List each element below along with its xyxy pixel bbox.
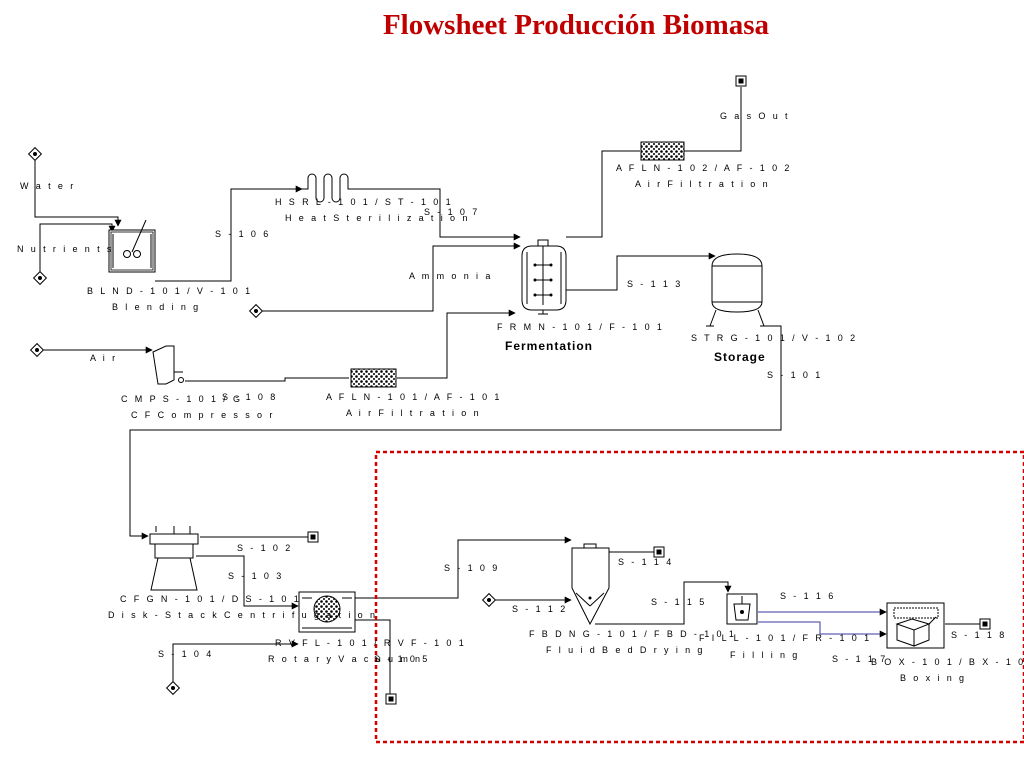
stream-label-s116: S - 1 1 6 xyxy=(780,591,836,601)
stream-label-s117: S - 1 1 7 xyxy=(832,654,888,664)
stream-label-s101: S - 1 0 1 xyxy=(767,370,823,380)
boxing-icon[interactable] xyxy=(886,602,945,649)
unit-name-centrifuge: D i s k - S t a c k C e n t r i f u g a … xyxy=(108,610,377,620)
stream-s107-line[interactable] xyxy=(350,188,521,241)
stream-label-s102: S - 1 0 2 xyxy=(237,543,293,553)
unit-name-air-filter-2: A i r F i l t r a t i o n xyxy=(635,179,770,189)
unit-id-compressor: C M P S - 1 0 1 / G xyxy=(121,394,242,404)
stream-label-s105: S - 1 0 5 xyxy=(374,654,430,664)
stream-label-ammonia: A m m o n i a xyxy=(409,271,493,281)
filling-icon[interactable] xyxy=(726,593,758,625)
unit-id-heat-sterilization: H S R L - 1 0 1 / S T - 1 0 1 xyxy=(275,197,453,207)
stream-s109-line[interactable] xyxy=(355,536,572,599)
stream-s101-line[interactable] xyxy=(129,325,782,540)
unit-id-fluid-bed: F B D N G - 1 0 1 / F B D - 1 0 1 xyxy=(529,629,736,639)
unit-name-compressor: C F C o m p r e s s o r xyxy=(131,410,275,420)
source-node-icon[interactable] xyxy=(27,146,43,162)
stream-s103-line[interactable] xyxy=(196,555,299,610)
stream-label-s109: S - 1 0 9 xyxy=(444,563,500,573)
stream-label-s103: S - 1 0 3 xyxy=(228,571,284,581)
unit-name-blending: B l e n d i n g xyxy=(112,302,201,312)
air-filter-icon[interactable] xyxy=(640,141,685,161)
stream-label-nutrients: N u t r i e n t s xyxy=(17,244,114,254)
stream-s105-line[interactable] xyxy=(355,619,391,694)
stream-s104-line[interactable] xyxy=(172,640,299,684)
stream-label-water: W a t e r xyxy=(20,181,76,191)
stream-s108-line[interactable] xyxy=(185,377,349,382)
product-node-icon[interactable] xyxy=(385,693,397,705)
stream-label-air: A i r xyxy=(90,353,118,363)
unit-name-air-filter-1: A i r F i l t r a t i o n xyxy=(346,408,481,418)
unit-name-filling: F i l l i n g xyxy=(730,650,800,660)
page-title: Flowsheet Producción Biomasa xyxy=(383,9,770,41)
product-node-icon[interactable] xyxy=(307,531,319,543)
product-node-icon[interactable] xyxy=(735,75,747,87)
heat-exchanger-icon[interactable] xyxy=(302,173,352,203)
unit-id-rotary-vacuum: R V F L - 1 0 1 / R V F - 1 0 1 xyxy=(275,638,466,648)
stream-label-s118: S - 1 1 8 xyxy=(951,630,1007,640)
product-node-icon[interactable] xyxy=(979,618,991,630)
unit-name-storage: Storage xyxy=(714,350,766,364)
stream-s106-line[interactable] xyxy=(155,185,303,282)
product-node-icon[interactable] xyxy=(653,546,665,558)
unit-name-rotary-vacuum: R o t a r y V a c u u m xyxy=(268,654,410,664)
source-node-icon[interactable] xyxy=(32,270,48,286)
rotary-vacuum-filter-icon[interactable] xyxy=(298,591,356,633)
storage-tank-icon[interactable] xyxy=(706,253,768,327)
stream-label-s108: S - 1 0 8 xyxy=(222,392,278,402)
source-node-icon[interactable] xyxy=(481,592,497,608)
stream-label-s113: S - 1 1 3 xyxy=(627,279,683,289)
unit-name-fermentation: Fermentation xyxy=(505,339,593,353)
stream-label-s115: S - 1 1 5 xyxy=(651,597,707,607)
centrifuge-icon[interactable] xyxy=(149,526,199,591)
unit-id-fermentation: F R M N - 1 0 1 / F - 1 0 1 xyxy=(497,322,664,332)
mixing-tank-icon[interactable] xyxy=(108,219,156,273)
stream-water-line[interactable] xyxy=(34,160,122,227)
stream-af2-in-line[interactable] xyxy=(566,150,640,238)
stream-ammonia-line[interactable] xyxy=(262,242,521,312)
stream-s115-line[interactable] xyxy=(595,581,732,625)
unit-id-air-filter-2: A F L N - 1 0 2 / A F - 1 0 2 xyxy=(616,163,792,173)
stream-af1-out-line[interactable] xyxy=(397,309,516,379)
stream-label-s104: S - 1 0 4 xyxy=(158,649,214,659)
unit-name-boxing: B o x i n g xyxy=(900,673,966,683)
unit-id-storage: S T R G - 1 0 1 / V - 1 0 2 xyxy=(691,333,858,343)
stream-gas-out-line[interactable] xyxy=(684,87,742,152)
source-node-icon[interactable] xyxy=(248,303,264,319)
compressor-icon[interactable] xyxy=(152,345,184,385)
source-node-icon[interactable] xyxy=(165,680,181,696)
unit-id-filling: F I L L - 1 0 1 / F R - 1 0 1 xyxy=(699,633,871,643)
air-filter-icon[interactable] xyxy=(350,368,397,388)
unit-id-centrifuge: C F G N - 1 0 1 / D S - 1 0 1 xyxy=(120,594,301,604)
fermenter-icon[interactable] xyxy=(521,239,567,315)
unit-name-rotary-vacuum-tail: n xyxy=(415,654,422,664)
stream-s117-line[interactable] xyxy=(758,621,887,638)
unit-name-heat-sterilization: H e a t S t e r i l i z a t i o n xyxy=(285,213,470,223)
fluid-bed-dryer-icon[interactable] xyxy=(571,543,610,626)
unit-name-fluid-bed: F l u i d B e d D r y i n g xyxy=(546,645,705,655)
source-node-icon[interactable] xyxy=(29,342,45,358)
selection-rectangle xyxy=(374,450,1024,744)
unit-id-blending: B L N D - 1 0 1 / V - 1 0 1 xyxy=(87,286,253,296)
stream-s113-line[interactable] xyxy=(566,252,716,291)
stream-nutrients-line[interactable] xyxy=(39,223,116,272)
stream-label-s114: S - 1 1 4 xyxy=(618,557,674,567)
stream-label-gas-out: G a s O u t xyxy=(720,111,790,121)
stream-label-s106: S - 1 0 6 xyxy=(215,229,271,239)
unit-id-air-filter-1: A F L N - 1 0 1 / A F - 1 0 1 xyxy=(326,392,502,402)
stream-label-s112: S - 1 1 2 xyxy=(512,604,568,614)
stream-label-s107: S - 1 0 7 xyxy=(424,207,480,217)
unit-id-boxing: B O X - 1 0 1 / B X - 1 0 1 xyxy=(871,657,1024,667)
